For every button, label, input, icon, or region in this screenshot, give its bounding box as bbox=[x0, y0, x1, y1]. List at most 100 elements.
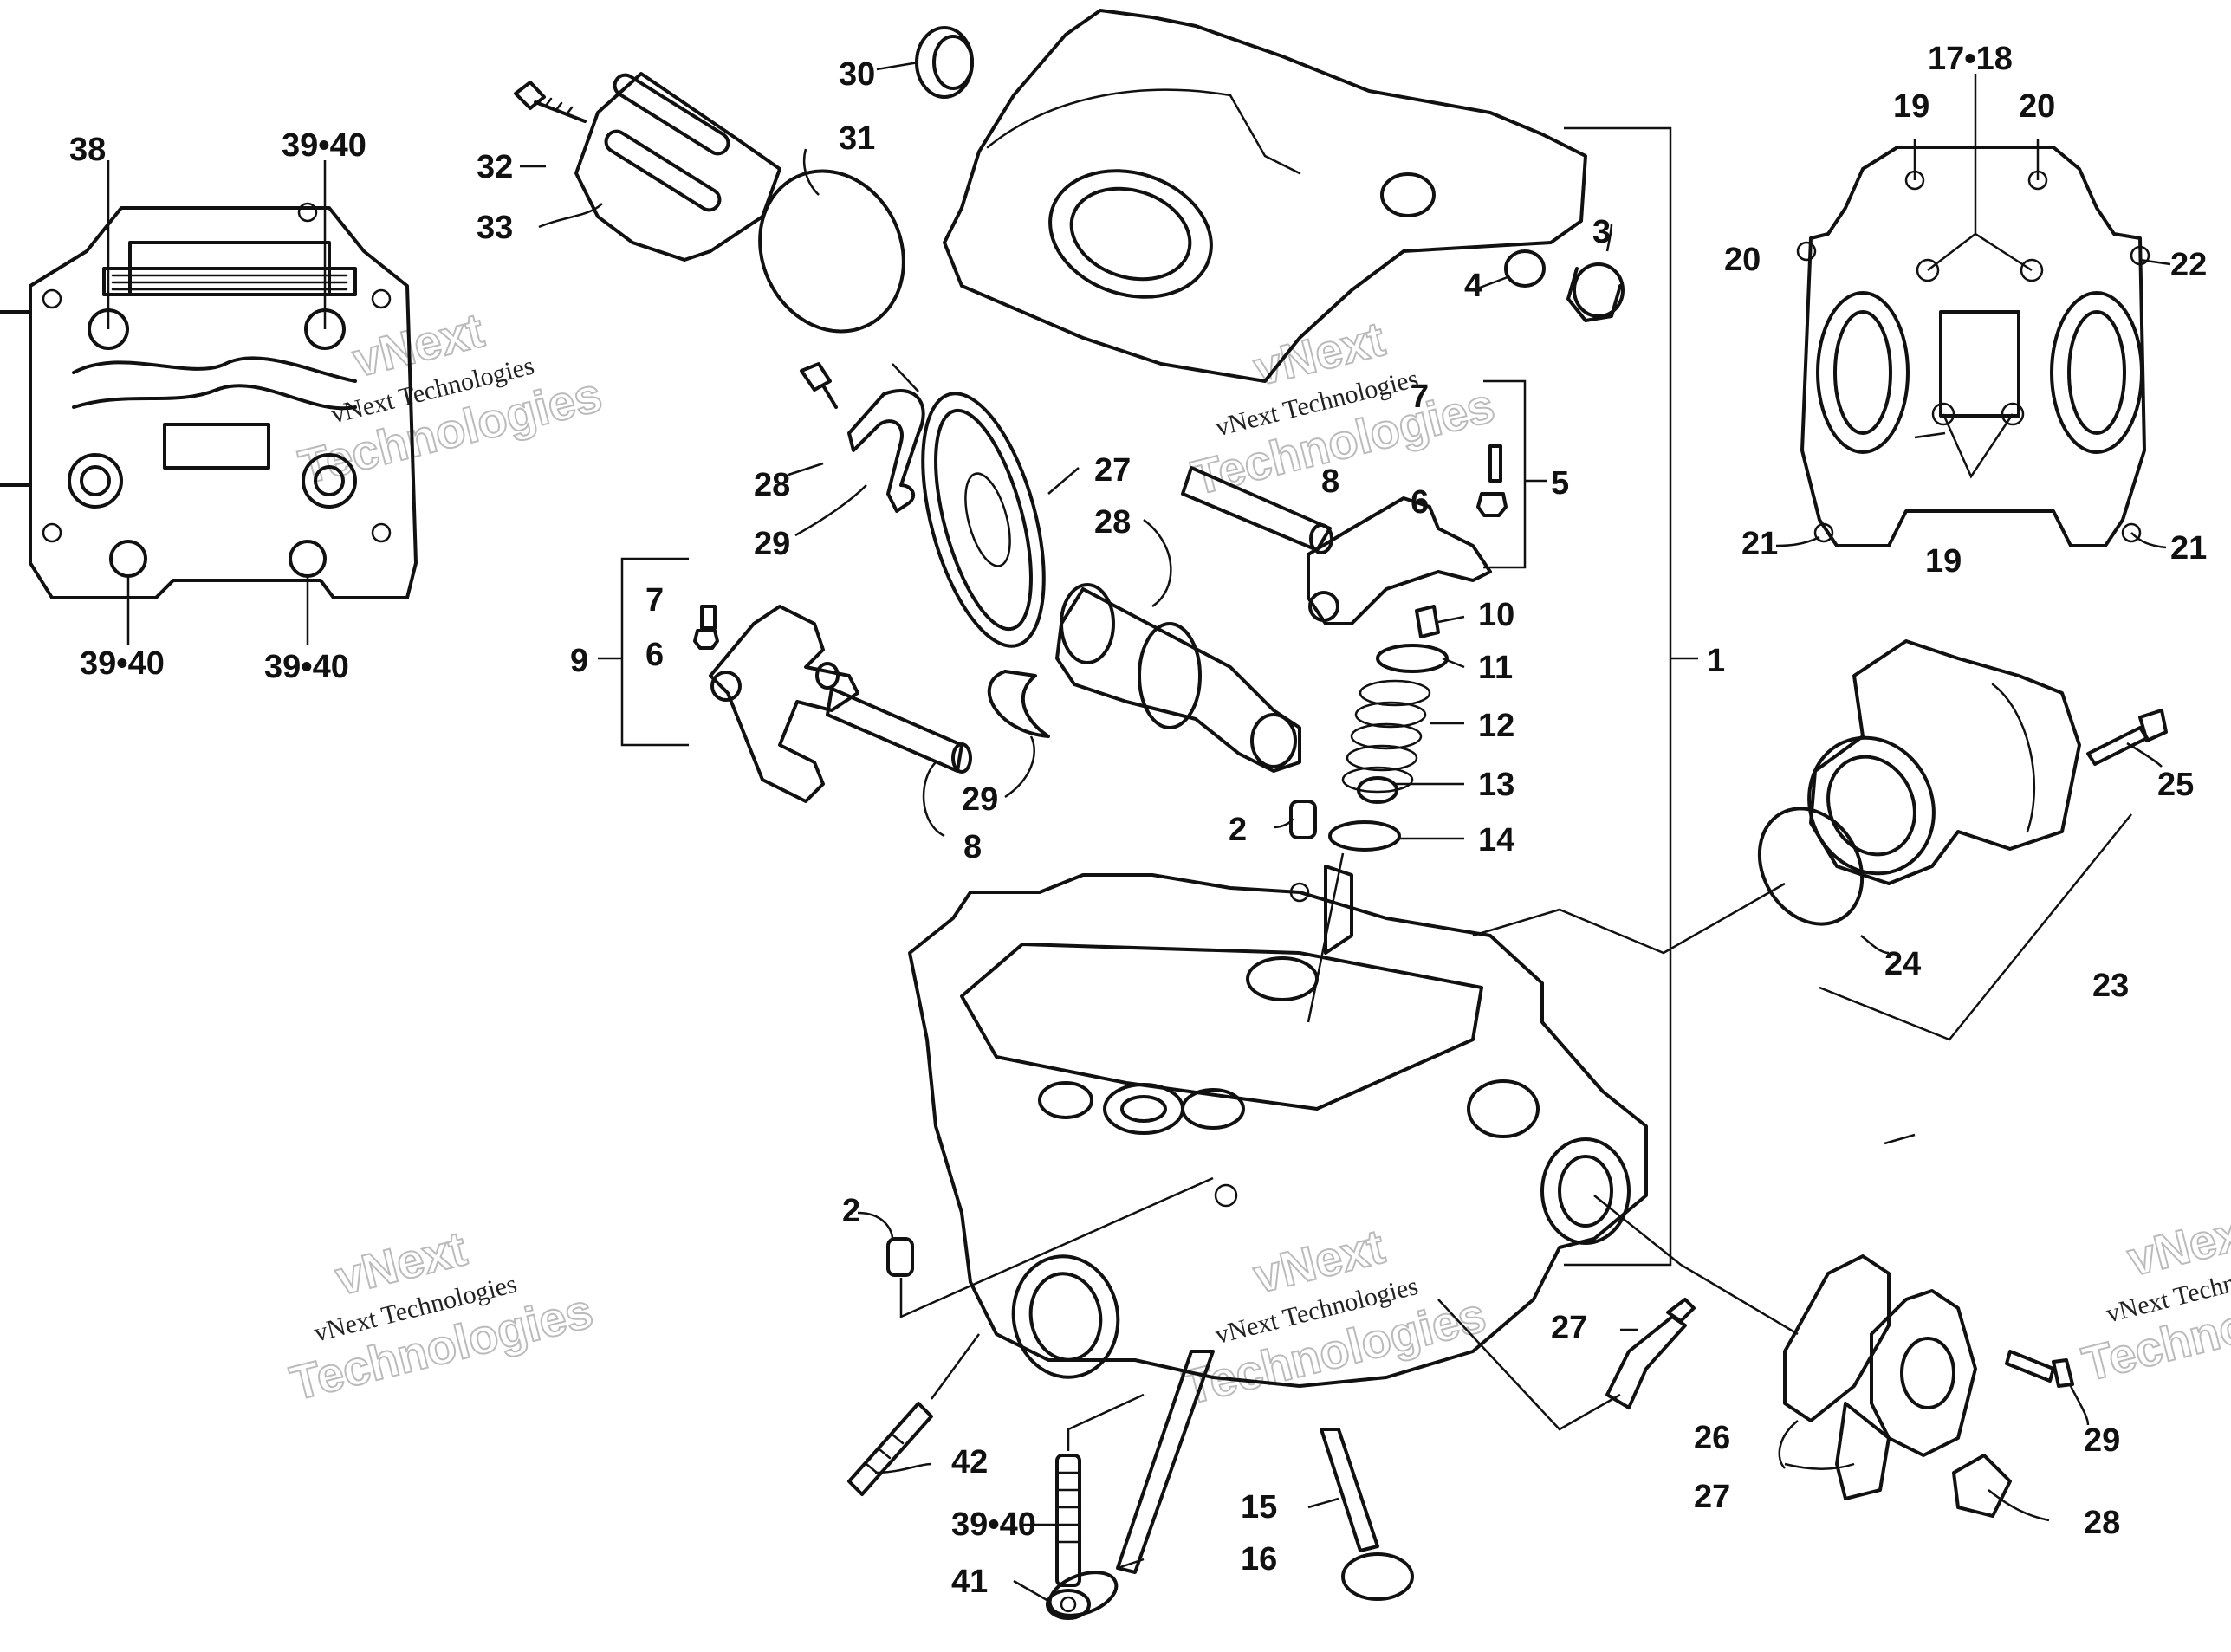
part-dowel-2-top bbox=[1289, 800, 1317, 839]
callout-11: 11 bbox=[1478, 650, 1513, 686]
callout-16: 16 bbox=[1241, 1541, 1277, 1577]
part-intake-boot-22 bbox=[1807, 639, 2081, 885]
bracket-1 bbox=[1564, 126, 1672, 1267]
callout-14: 14 bbox=[1478, 822, 1514, 858]
callout-4: 4 bbox=[1464, 268, 1482, 304]
part-plug-3 bbox=[1566, 262, 1625, 322]
part-sensor-27 bbox=[1952, 1454, 2012, 1518]
callout-17-18-bottom: 19 bbox=[1925, 543, 1962, 580]
callout-13: 13 bbox=[1478, 767, 1514, 803]
callout-3: 3 bbox=[1592, 214, 1611, 250]
callout-21-left: 21 bbox=[1741, 526, 1778, 562]
callout-32: 27 bbox=[1094, 452, 1131, 489]
part-clip-31 bbox=[847, 389, 925, 513]
part-nut-42 bbox=[1046, 1589, 1091, 1620]
callout-27: 28 bbox=[2084, 1505, 2120, 1541]
part-retainer-11 bbox=[1376, 644, 1449, 673]
callout-5: 5 bbox=[1551, 465, 1569, 502]
callout-39-40-c: 39•40 bbox=[80, 645, 165, 682]
part-stud-41 bbox=[1055, 1454, 1081, 1587]
bracket-9 bbox=[620, 557, 689, 747]
callout-19-right: 20 bbox=[2019, 88, 2055, 125]
callout-36: 31 bbox=[839, 120, 875, 157]
callout-39-40-d: 39•40 bbox=[264, 649, 349, 685]
callout-29: 27 bbox=[1551, 1310, 1587, 1346]
part-nut-6-right bbox=[1476, 492, 1508, 517]
callout-31: 29 bbox=[754, 526, 790, 562]
callout-35: 30 bbox=[839, 56, 875, 93]
part-adjuster-7-left bbox=[700, 605, 717, 630]
callout-42: 41 bbox=[951, 1564, 988, 1600]
callout-8-left: 8 bbox=[963, 829, 982, 865]
bracket-22 bbox=[1819, 813, 2132, 1041]
part-stud-43 bbox=[847, 1402, 933, 1496]
part-sprocket-32 bbox=[921, 392, 1046, 648]
part-keepers-10 bbox=[1415, 605, 1440, 638]
callout-25: 26 bbox=[1694, 1420, 1730, 1456]
part-valve-16 bbox=[1047, 1350, 1215, 1617]
callout-37: 32 bbox=[477, 149, 513, 185]
part-gasket-25 bbox=[1783, 1254, 1891, 1422]
callout-6-left: 6 bbox=[645, 637, 664, 673]
part-adjuster-7-right bbox=[1488, 444, 1502, 483]
part-nut-6-left bbox=[693, 629, 719, 650]
part-shaft-8-left bbox=[826, 687, 972, 774]
part-plug-35 bbox=[915, 26, 974, 99]
part-cover-plate-38 bbox=[574, 72, 781, 262]
part-washer-4 bbox=[1504, 249, 1546, 288]
part-spark-plug-29 bbox=[1605, 1298, 1696, 1409]
callout-20-left: 20 bbox=[1724, 242, 1761, 278]
callout-17-18-top: 17•18 bbox=[1928, 41, 2013, 77]
part-rocker-arm-left bbox=[709, 605, 859, 803]
callout-23: 24 bbox=[1884, 946, 1921, 982]
part-bolt-37 bbox=[514, 81, 587, 123]
part-spring-12 bbox=[1341, 679, 1431, 794]
callout-43: 42 bbox=[951, 1444, 988, 1480]
callout-2-bottom: 2 bbox=[842, 1193, 860, 1229]
callout-labels: 30 31 32 33 3 4 7 6 8 5 28 29 27 28 7 6 … bbox=[69, 41, 2207, 1600]
watermark-right: vNext vNext Technologies Technologies bbox=[2076, 1201, 2231, 1392]
inset-head-bottom-view bbox=[1796, 74, 2150, 547]
callout-7-left: 7 bbox=[645, 582, 664, 619]
part-bolt-30 bbox=[800, 362, 838, 409]
bracket-5 bbox=[1483, 379, 1527, 569]
callout-22: 23 bbox=[2092, 968, 2129, 1004]
callout-8-right: 8 bbox=[1321, 463, 1339, 500]
part-dowel-2-bottom bbox=[886, 1237, 914, 1277]
leader-36 bbox=[802, 148, 820, 196]
callout-26: 27 bbox=[1694, 1479, 1730, 1515]
callout-12: 12 bbox=[1478, 708, 1514, 744]
part-oring-23 bbox=[1757, 807, 1865, 926]
part-valve-15 bbox=[1320, 1428, 1414, 1601]
watermark-mid-left: vNext vNext Technologies Technologies bbox=[284, 1220, 599, 1411]
inset-head-top-view bbox=[0, 160, 418, 645]
callout-1: 1 bbox=[1707, 643, 1725, 679]
part-bolt-24 bbox=[2086, 709, 2168, 766]
part-rocker-arm-right bbox=[1307, 496, 1492, 625]
callout-7-right: 7 bbox=[1411, 379, 1429, 415]
callout-41: 39•40 bbox=[951, 1506, 1036, 1543]
callout-20-right: 21 bbox=[2170, 530, 2207, 567]
part-washer-14 bbox=[1328, 820, 1401, 852]
callout-6-right: 6 bbox=[1411, 484, 1429, 521]
part-clip-34 bbox=[987, 670, 1050, 738]
callout-39-40-a: 38 bbox=[69, 132, 106, 168]
callout-15: 15 bbox=[1241, 1489, 1277, 1526]
callout-21-right: 22 bbox=[2170, 247, 2207, 283]
callout-9: 9 bbox=[570, 643, 588, 679]
part-oring-36 bbox=[758, 169, 905, 334]
callout-39-40-b: 39•40 bbox=[282, 127, 366, 164]
part-camshaft-33 bbox=[1055, 583, 1301, 773]
callout-28: 29 bbox=[2084, 1422, 2120, 1459]
callout-10: 10 bbox=[1478, 597, 1514, 633]
callout-38: 33 bbox=[477, 210, 513, 246]
callout-24: 25 bbox=[2157, 767, 2194, 803]
part-bolt-28 bbox=[2005, 1350, 2074, 1388]
callout-30: 28 bbox=[754, 467, 790, 503]
callout-2-top: 2 bbox=[1229, 812, 1247, 848]
valve-cover bbox=[943, 9, 1587, 383]
callout-19-left: 19 bbox=[1893, 88, 1929, 125]
callout-33: 28 bbox=[1094, 504, 1131, 541]
part-housing-26 bbox=[1835, 1289, 1977, 1500]
